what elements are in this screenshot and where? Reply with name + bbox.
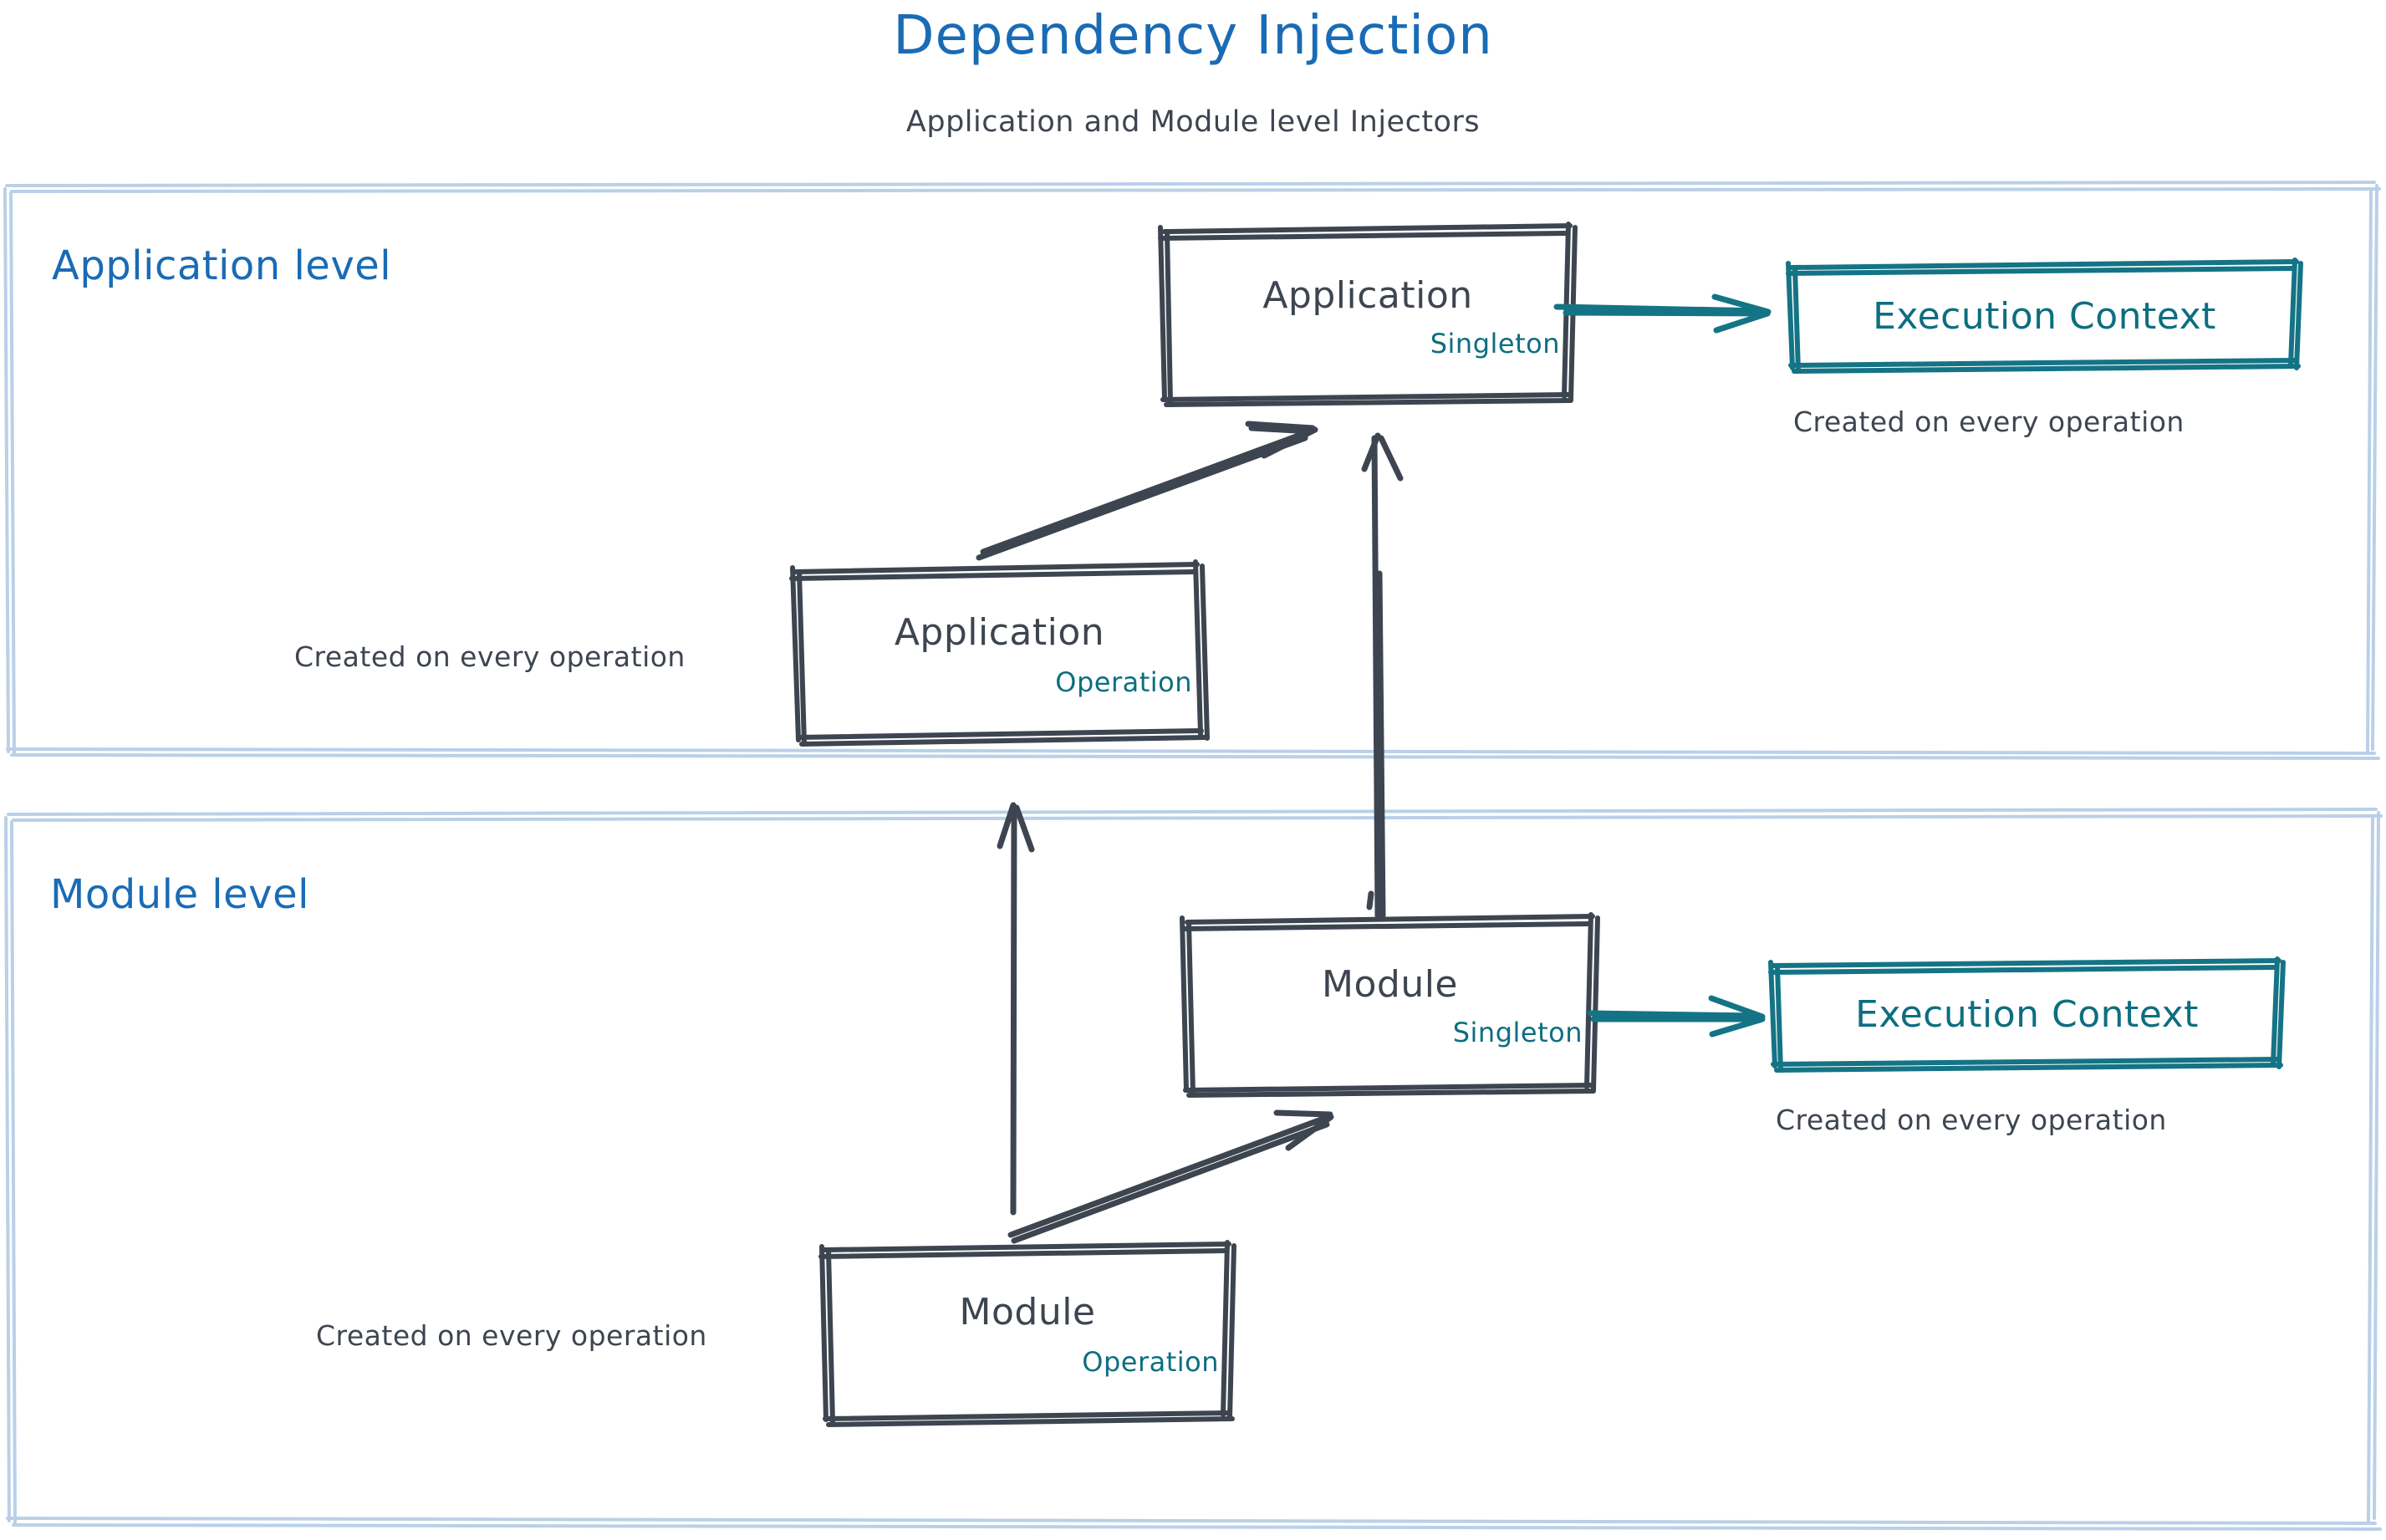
page-subtitle: Application and Module level Injectors (905, 105, 1481, 139)
section-label-application-level: Application level (52, 242, 392, 289)
application-operation-note: Created on every operation (294, 640, 686, 673)
node-app-execution-context[interactable]: Execution Context (1788, 262, 2301, 371)
node-application-operation-scope: Operation (1055, 666, 1192, 698)
module-execution-context-note: Created on every operation (1776, 1104, 2167, 1136)
module-operation-note: Created on every operation (316, 1319, 707, 1352)
arrow-module-operation-to-module-singleton (1007, 1109, 1334, 1244)
node-module-execution-context[interactable]: Execution Context (1771, 959, 2283, 1070)
node-application-singleton[interactable]: Application Singleton (1160, 226, 1575, 405)
arrow-module-operation-to-application-operation (997, 802, 1035, 1216)
module-execution-context-label: Execution Context (1855, 993, 2199, 1036)
node-module-operation-scope: Operation (1082, 1346, 1219, 1378)
arrow-application-to-execution-context (1553, 293, 1772, 334)
node-module-singleton-scope: Singleton (1452, 1017, 1583, 1048)
page-title: Dependency Injection (893, 5, 1493, 67)
node-module-singleton[interactable]: Module Singleton (1182, 915, 1598, 1095)
node-application-singleton-name: Application (1262, 274, 1473, 317)
app-execution-context-label: Execution Context (1873, 295, 2216, 338)
node-application-operation-name: Application (894, 611, 1105, 654)
section-label-module-level: Module level (50, 871, 309, 918)
node-module-operation[interactable]: Module Operation (821, 1242, 1234, 1425)
arrow-module-singleton-to-application-singleton (1361, 432, 1404, 919)
node-module-singleton-name: Module (1322, 963, 1458, 1006)
arrow-module-to-execution-context (1587, 995, 1766, 1038)
node-module-operation-name: Module (959, 1291, 1096, 1333)
node-application-singleton-scope: Singleton (1430, 328, 1560, 360)
app-execution-context-note: Created on every operation (1793, 405, 2185, 438)
node-application-operation[interactable]: Application Operation (792, 564, 1207, 744)
arrow-application-operation-to-singleton (976, 421, 1318, 561)
